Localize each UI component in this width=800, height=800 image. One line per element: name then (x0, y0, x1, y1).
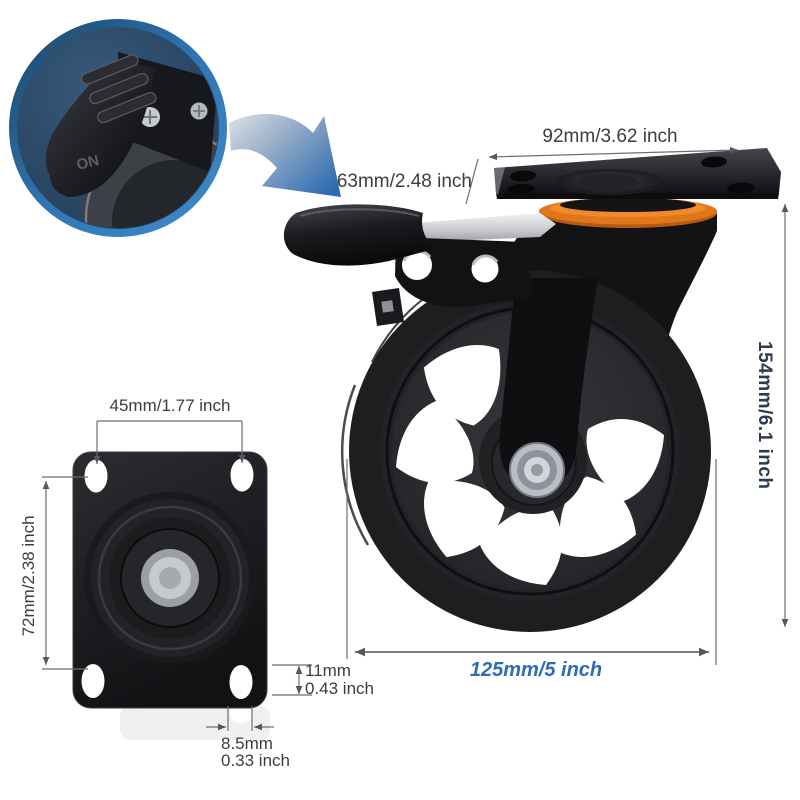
dim-label-hole-to-edge-inch: 0.43 inch (305, 679, 374, 698)
pointer-arrow-icon (229, 113, 341, 197)
dim-label-overall-height: 154mm/6.1 inch (754, 341, 775, 490)
dim-label-plate-width: 92mm/3.62 inch (542, 126, 678, 147)
dim-label-hole-size-mm: 8.5mm (221, 734, 273, 753)
swivel-bearing (84, 492, 256, 664)
dim-label-hole-spacing-height: 72mm/2.38 inch (19, 515, 39, 637)
brake-assembly (283, 204, 556, 326)
main-caster (283, 148, 781, 632)
dim-label-hole-size-inch: 0.33 inch (221, 751, 290, 770)
inset-brake-lever (45, 59, 156, 197)
swivel-seal-ring (539, 197, 717, 228)
dimension-lines (42, 146, 789, 731)
bracket-hole (402, 250, 432, 280)
bracket-hole (471, 255, 499, 283)
dim-label-hole-spacing-width: 45mm/1.77 inch (109, 396, 231, 415)
mounting-plate-top-view (72, 451, 270, 740)
brake-pedal (283, 204, 434, 266)
brake-closeup-inset: ON (9, 19, 227, 237)
swivel-fork-front-leg (499, 278, 598, 488)
dim-label-plate-depth: 63mm/2.48 inch (336, 171, 472, 192)
plate-bolt-hole (81, 458, 254, 699)
axle-nut (509, 442, 565, 498)
dim-label-wheel-diameter: 125mm/5 inch (469, 659, 603, 681)
wheel-spoke-openings (396, 345, 664, 585)
dim-label-hole-to-edge-mm: 11mm (305, 661, 351, 680)
inset-embossed-text: ON (75, 152, 101, 174)
